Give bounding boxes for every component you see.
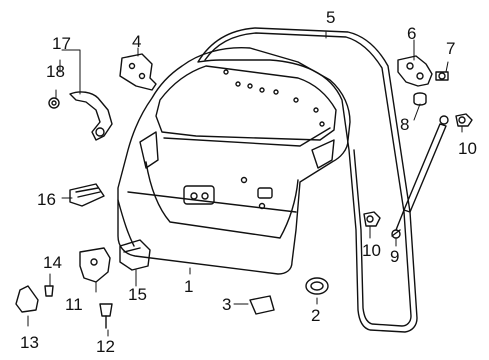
callout-1: 1 bbox=[184, 277, 194, 296]
cap bbox=[305, 277, 329, 295]
callout-2: 2 bbox=[311, 306, 321, 325]
tailgate bbox=[117, 46, 351, 275]
callout-5: 5 bbox=[326, 8, 336, 27]
hinge-bolt bbox=[435, 71, 449, 81]
callout-6: 6 bbox=[407, 24, 417, 43]
callout-11: 11 bbox=[65, 295, 83, 314]
weatherstrip-seal bbox=[197, 27, 418, 333]
latch bbox=[79, 247, 111, 283]
long-bolt bbox=[99, 303, 113, 329]
wire-harness bbox=[69, 91, 113, 141]
ball-stud-lower bbox=[363, 211, 381, 227]
callout-7: 7 bbox=[446, 39, 456, 58]
ball-stud-upper bbox=[455, 113, 473, 127]
callout-17: 17 bbox=[52, 34, 71, 53]
callout-10-lower: 10 bbox=[362, 241, 381, 260]
callout-18: 18 bbox=[46, 62, 65, 81]
callout-14: 14 bbox=[43, 253, 62, 272]
actuator bbox=[119, 239, 151, 271]
leader-lines bbox=[27, 31, 463, 337]
screw-small bbox=[44, 285, 54, 297]
callout-13: 13 bbox=[20, 333, 39, 352]
bracket bbox=[15, 285, 39, 313]
grommet bbox=[48, 97, 60, 109]
hinge-right bbox=[397, 55, 433, 87]
callout-3: 3 bbox=[222, 295, 232, 314]
callout-12: 12 bbox=[96, 337, 115, 356]
callout-15: 15 bbox=[128, 285, 147, 304]
callout-10-upper: 10 bbox=[458, 139, 477, 158]
stopper-cap bbox=[413, 92, 427, 106]
trim-pad bbox=[69, 183, 105, 207]
gas-strut bbox=[391, 115, 449, 239]
callout-4: 4 bbox=[132, 32, 142, 51]
callout-16: 16 bbox=[37, 190, 56, 209]
callout-9: 9 bbox=[390, 247, 400, 266]
clip bbox=[249, 295, 275, 315]
hinge-left bbox=[119, 53, 157, 91]
callout-8: 8 bbox=[400, 115, 410, 134]
